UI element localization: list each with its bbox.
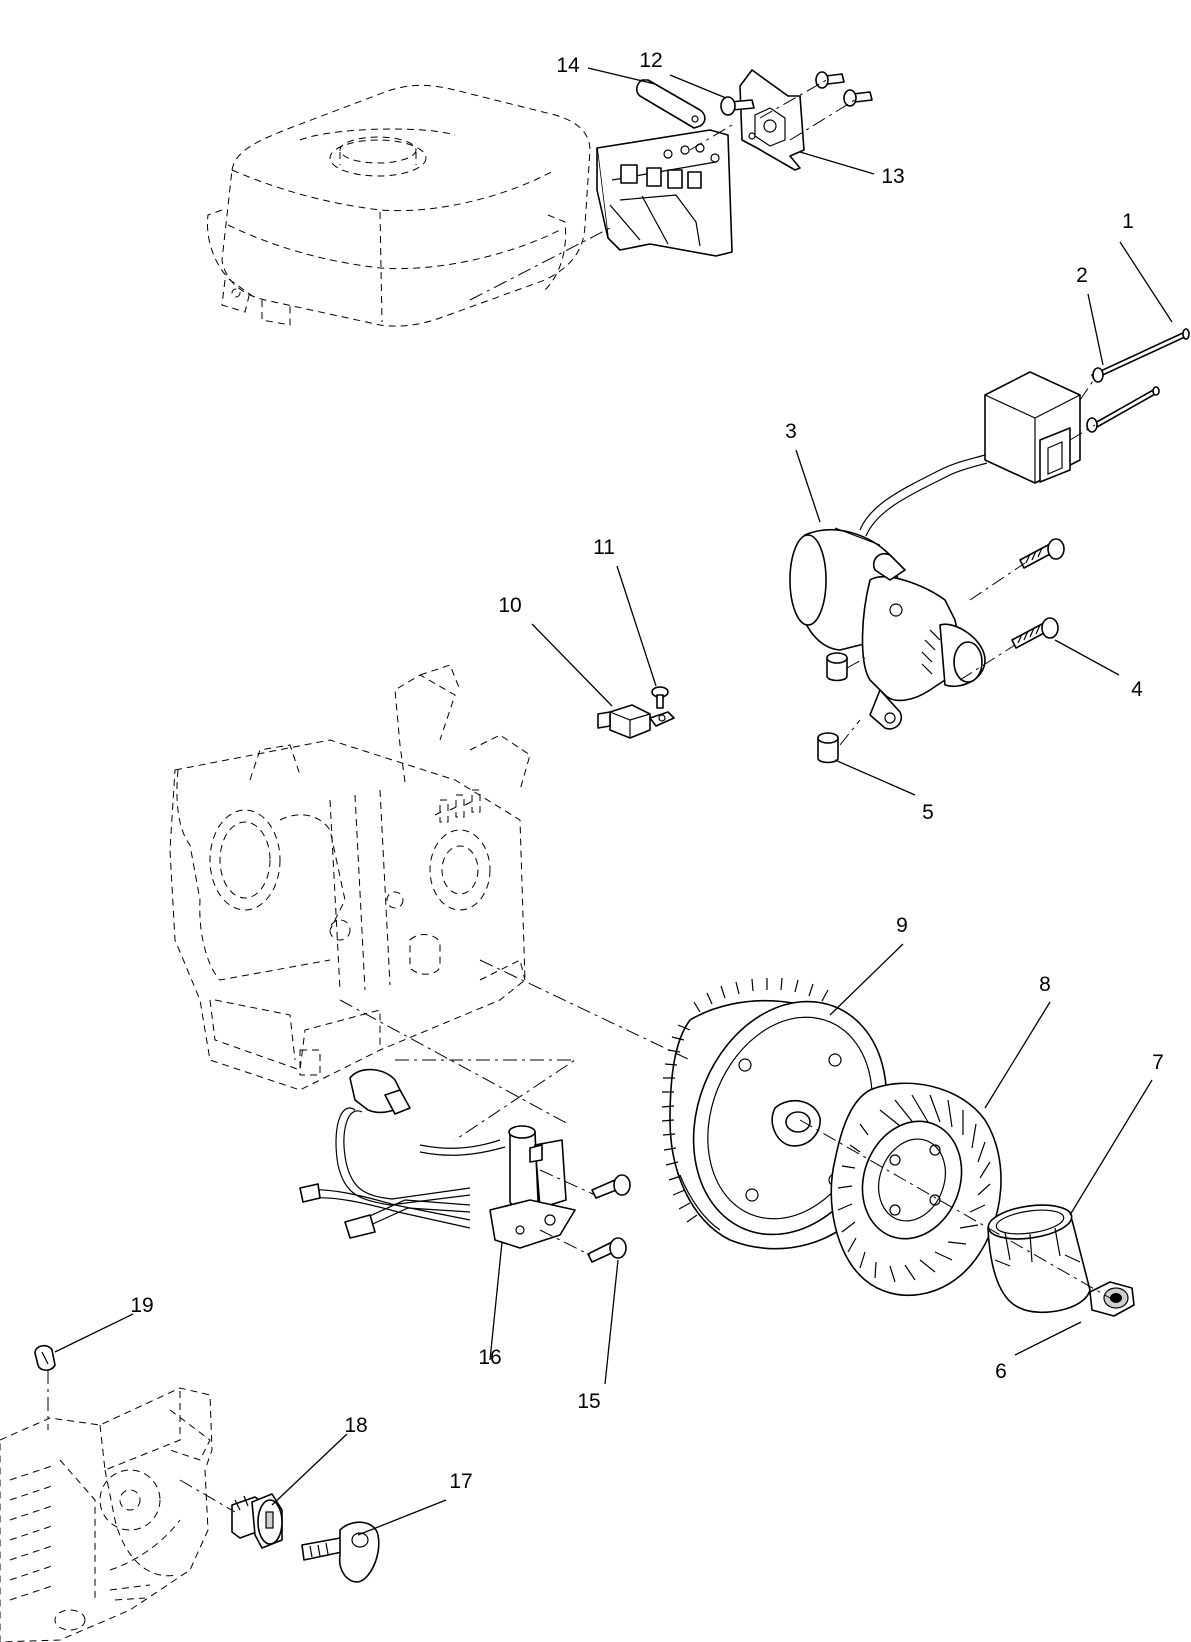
sensor-10 <box>597 704 675 739</box>
callout-3: 3 <box>785 420 797 443</box>
callout-6: 6 <box>995 1360 1007 1383</box>
callout-15: 15 <box>577 1390 600 1413</box>
leader-lines <box>54 67 1173 1536</box>
starter-bolt-upper <box>1019 538 1065 569</box>
starter-bolt-4 <box>1011 617 1059 649</box>
callout-14: 14 <box>556 54 580 77</box>
blower-housing-phantom <box>0 1387 213 1642</box>
dowel-upper <box>826 652 848 682</box>
callout-17: 17 <box>449 1470 472 1493</box>
ignition-coil-16 <box>299 1068 576 1249</box>
callout-11: 11 <box>593 536 615 559</box>
control-panel-bracket <box>596 129 733 257</box>
starter-motor-3 <box>789 454 988 730</box>
washer-2 <box>1092 367 1104 383</box>
callout-10: 10 <box>498 594 521 617</box>
dowel-5 <box>817 732 839 764</box>
callout-labels: 1 2 3 4 5 6 7 8 9 10 11 12 13 14 15 16 1… <box>130 49 1164 1493</box>
flywheel-nut-6 <box>1089 1281 1135 1317</box>
strap-14 <box>636 79 706 129</box>
engine-block-phantom <box>169 664 531 1091</box>
screw-11 <box>651 686 669 709</box>
coil-bolt-15 <box>587 1237 627 1263</box>
callout-9: 9 <box>896 914 908 937</box>
callout-8: 8 <box>1039 973 1051 996</box>
starter-relay-box <box>984 371 1081 484</box>
callout-2: 2 <box>1076 264 1088 287</box>
fuel-tank-phantom <box>206 84 591 327</box>
callout-4: 4 <box>1131 678 1143 701</box>
screw-12 <box>720 96 755 116</box>
cooling-fan-8 <box>830 1082 1002 1297</box>
callout-12: 12 <box>639 49 662 72</box>
key-switch-18 <box>231 1493 283 1549</box>
long-bolt-1 <box>1091 328 1190 380</box>
assembly-centerlines <box>47 77 1111 1513</box>
callout-13: 13 <box>881 165 904 188</box>
screw-upper-a <box>815 71 845 89</box>
coil-bolt-upper <box>591 1174 631 1199</box>
starter-cup-7 <box>987 1204 1091 1314</box>
callout-1: 1 <box>1122 210 1134 233</box>
callout-19: 19 <box>130 1294 153 1317</box>
screw-upper-b <box>843 89 873 107</box>
callout-5: 5 <box>922 801 934 824</box>
ignition-key-17 <box>301 1521 380 1583</box>
callout-7: 7 <box>1152 1051 1164 1074</box>
callout-18: 18 <box>344 1414 367 1437</box>
long-bolt-lower <box>1086 386 1160 433</box>
wire-clip-19 <box>34 1344 56 1372</box>
callout-16: 16 <box>478 1346 501 1369</box>
mounting-plate-13 <box>739 69 805 171</box>
